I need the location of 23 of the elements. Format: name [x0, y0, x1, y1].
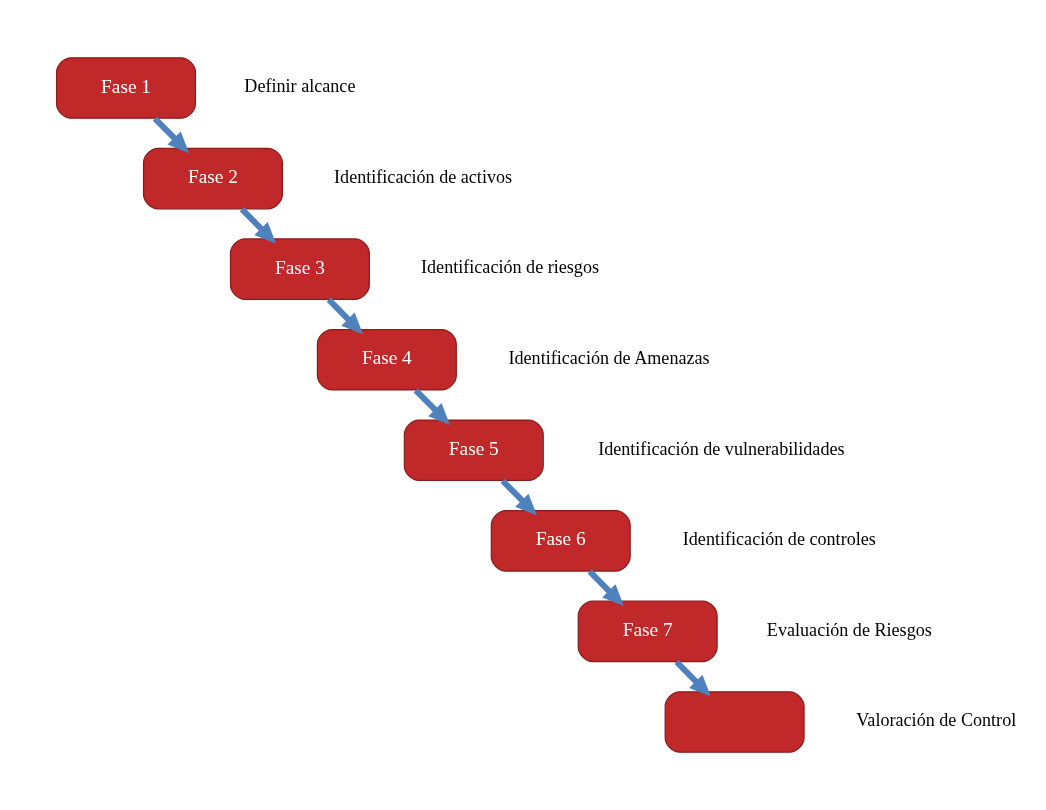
node-label: Evaluación de Riesgos	[766, 619, 932, 640]
node-box: Fase 7	[577, 600, 718, 663]
arrow	[500, 478, 537, 516]
node-label: Identificación de vulnerabilidades	[598, 438, 845, 459]
arrow	[587, 569, 624, 607]
node-label: Identificación de controles	[682, 529, 876, 550]
arrow	[239, 207, 277, 244]
node-box: Fase 5	[403, 419, 544, 482]
node-label: Identificación de Amenazas	[508, 347, 710, 368]
node-label: Definir alcance	[244, 76, 356, 97]
node-box: Fase 3	[229, 238, 370, 300]
arrow	[674, 659, 711, 697]
arrow	[413, 388, 450, 425]
node-label: Identificación de activos	[334, 166, 513, 187]
node-box: Fase 2	[142, 147, 283, 210]
arrow	[326, 297, 363, 335]
node-box: Fase 6	[490, 510, 631, 572]
node-box: Fase 4	[316, 328, 457, 391]
arrow	[152, 116, 190, 154]
node-label: Identificación de riesgos	[421, 257, 600, 278]
node-box	[664, 691, 805, 753]
node-label: Valoración de Control	[856, 710, 1017, 731]
node-box: Fase 1	[55, 57, 197, 119]
